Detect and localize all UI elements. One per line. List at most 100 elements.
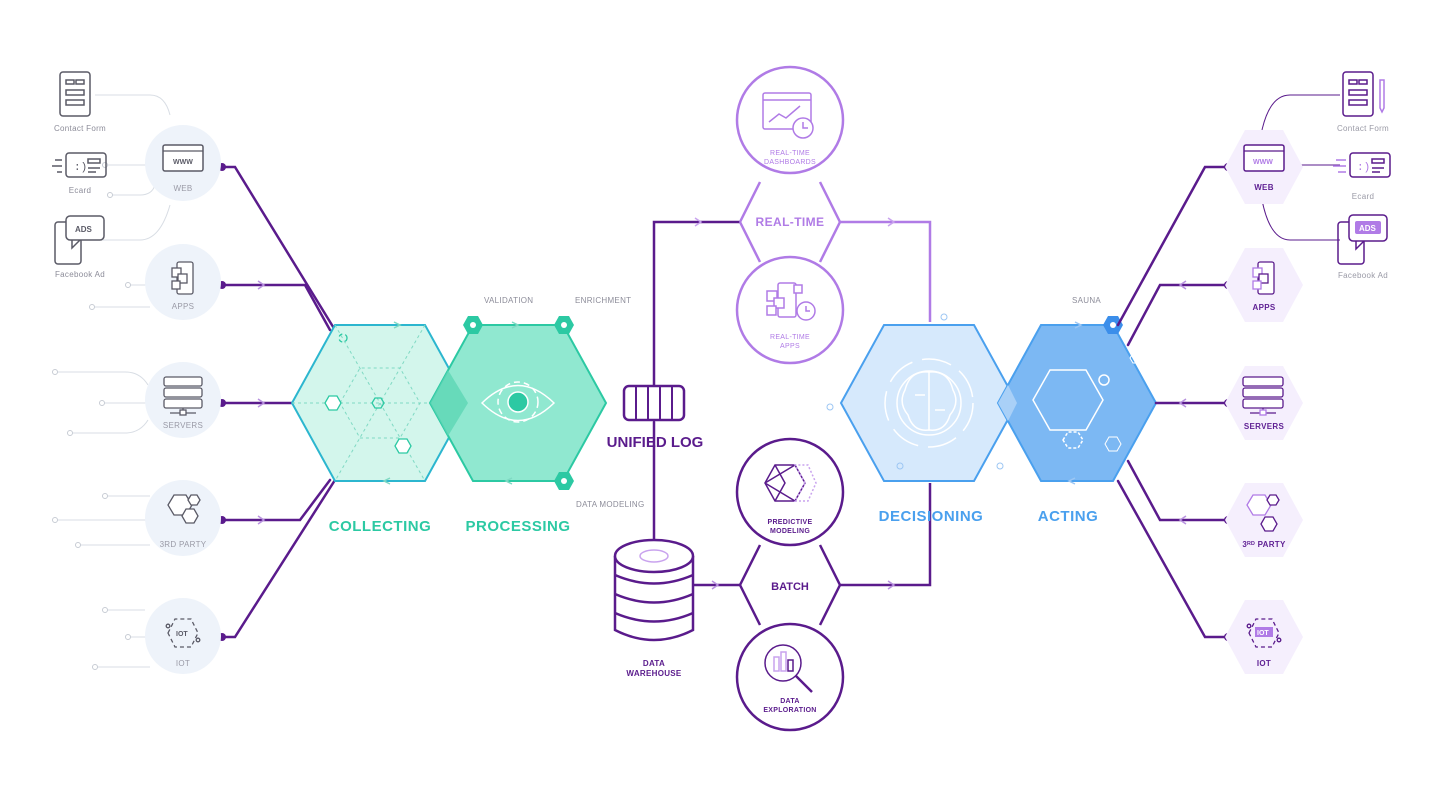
server-stack-icon [163,376,203,416]
iot-label: IOT [176,659,190,668]
magnifier-chart-icon [764,644,813,693]
processing-hexagon [428,324,608,482]
dest-server-stack-icon [1242,376,1284,416]
decisioning-label: DECISIONING [879,508,984,525]
dest-hexagon-cluster-icon [1246,494,1280,532]
database-icon [613,538,695,642]
dest-facebook-ad-icon: ADS [1337,214,1388,265]
dest-iot-badge-text: IOT [1257,630,1269,637]
flow-arrows-realtime [694,217,896,227]
predictive-modeling-node[interactable]: PREDICTIVE MODELING [735,437,845,547]
iot-chip-icon: IOT [165,618,201,648]
mobile-apps-icon [171,261,194,295]
data-warehouse-node[interactable]: DATA WAREHOUSE [613,538,695,678]
batch-lines [738,483,932,626]
brain-icon [884,358,974,448]
enrichment-label: ENRICHMENT [575,296,631,305]
batch-label: BATCH [771,581,809,593]
dest-ads-badge-text: ADS [1359,224,1377,233]
svg-text::): :) [1357,162,1370,174]
dest-ecard-icon: :) [1333,152,1391,178]
dest-iot[interactable]: IOT IOT [1225,600,1303,674]
unified-log-queue-icon [622,384,686,422]
dest-www-badge-text: WWW [1253,159,1273,166]
contact-form-label: Contact Form [54,124,106,133]
acting-label: ACTING [1038,508,1099,525]
warehouse-label-2: WAREHOUSE [626,669,682,678]
dest-servers[interactable]: SERVERS [1225,366,1303,440]
browser-icon [162,144,204,172]
hexagon-cluster-icon [167,494,201,524]
dest-facebook-ad-label: Facebook Ad [1338,271,1388,280]
rt-dashboards-label-2: DASHBOARDS [764,159,816,166]
third-party-label: 3RD PARTY [160,540,207,549]
dest-contact-form-icon [1342,71,1385,117]
eye-icon [480,381,556,423]
acting-hexagon [996,324,1158,482]
ecard-icon: :) [52,152,107,178]
source-servers[interactable]: SERVERS [145,362,221,438]
source-to-collecting-lines [220,165,337,639]
source-web[interactable]: WWW WEB [145,125,221,201]
unified-log-lines [652,220,742,587]
realtime-apps-node[interactable]: REAL-TIME APPS [735,255,845,365]
contact-form-icon [59,71,91,117]
rt-apps-label-2: APPS [780,343,800,350]
source-connector-dots [52,162,131,670]
unified-log-label: UNIFIED LOG [607,434,704,451]
predictive-label-2: MODELING [770,528,810,535]
dest-third-party-label: 3ᴿᴰ PARTY [1242,540,1286,549]
hexagon-target-icon [1032,369,1110,449]
dest-iot-label: IOT [1257,659,1271,668]
exploration-label-2: EXPLORATION [763,707,816,714]
prism-icon [764,464,817,502]
dashboard-chart-icon [762,92,814,139]
validation-marker [463,316,483,334]
collecting-label: COLLECTING [329,518,432,535]
svg-text::): :) [74,162,87,174]
flow-arrows-left [257,280,266,525]
ecard-label: Ecard [69,186,91,195]
apps-label: APPS [172,302,195,311]
dest-contact-form-label: Contact Form [1337,124,1389,133]
dest-web[interactable]: WWW WEB [1225,130,1303,204]
source-apps[interactable]: APPS [145,244,221,320]
processing-label: PROCESSING [465,518,570,535]
dest-apps[interactable]: APPS [1225,248,1303,322]
facebook-ad-icon: ADS [54,215,105,265]
warehouse-label-1: DATA [643,659,665,668]
dest-iot-chip-icon: IOT [1246,618,1282,648]
source-iot[interactable]: IOT IOT [145,598,221,674]
flow-arrows-decisioning [1067,321,1083,485]
realtime-dashboards-node[interactable]: REAL-TIME DASHBOARDS [735,65,845,175]
flow-arrows-collecting [382,321,520,485]
realtime-lines [738,181,932,322]
ads-badge-text: ADS [75,225,93,234]
dest-web-label: WEB [1254,183,1274,192]
acting-to-destination-lines [1116,165,1230,639]
decisioning-hexagon [826,313,1019,482]
validation-label: VALIDATION [484,296,533,305]
exploration-label-1: DATA [780,698,800,705]
servers-label: SERVERS [163,421,203,430]
data-modeling-marker [554,472,574,490]
sauna-marker [1103,316,1123,334]
rt-apps-label-1: REAL-TIME [770,334,810,341]
flow-arrows-right [1178,280,1187,525]
data-exploration-node[interactable]: DATA EXPLORATION [735,622,845,732]
facebook-ad-label: Facebook Ad [55,270,105,279]
dest-mobile-apps-icon [1252,261,1275,295]
flow-arrows-batch [711,580,896,590]
dest-browser-icon [1243,144,1285,172]
dest-third-party[interactable]: 3ᴿᴰ PARTY [1225,483,1303,557]
predictive-label-1: PREDICTIVE [767,519,812,526]
iot-badge-text: IOT [176,631,188,638]
www-badge-text: WWW [173,159,193,166]
sauna-label: SAUNA [1072,296,1101,305]
source-third-party[interactable]: 3RD PARTY [145,480,221,556]
destination-thin-connectors [1261,94,1340,241]
data-modeling-label: DATA MODELING [576,500,645,509]
dest-apps-label: APPS [1253,303,1276,312]
enrichment-marker [554,316,574,334]
